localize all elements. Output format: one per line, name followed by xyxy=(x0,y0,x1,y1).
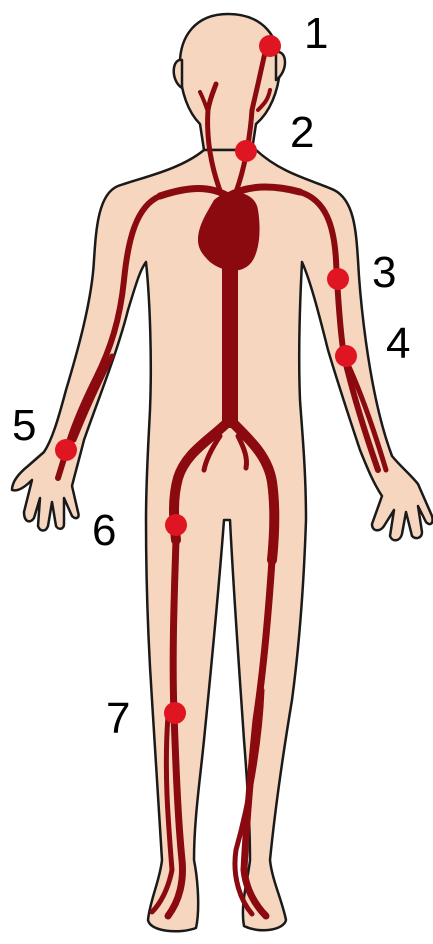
pulse-point-popliteal xyxy=(164,702,186,724)
head xyxy=(180,14,280,150)
pulse-label-5: 5 xyxy=(12,401,36,450)
pulse-point-radial xyxy=(55,439,77,461)
pulse-label-1: 1 xyxy=(304,9,328,58)
pulse-point-temporal xyxy=(259,35,281,57)
pulse-point-brachial xyxy=(327,268,349,290)
pulse-label-2: 2 xyxy=(290,108,314,157)
pulse-point-forearm xyxy=(335,345,357,367)
pulse-label-6: 6 xyxy=(92,506,116,555)
pulse-label-4: 4 xyxy=(386,319,410,368)
body-silhouette xyxy=(12,14,433,931)
right-ear xyxy=(276,52,285,80)
pulse-point-carotid xyxy=(235,140,257,162)
pulse-label-3: 3 xyxy=(372,248,396,297)
left-ear xyxy=(174,60,182,88)
pulse-label-7: 7 xyxy=(106,694,130,743)
pulse-point-femoral xyxy=(165,514,187,536)
